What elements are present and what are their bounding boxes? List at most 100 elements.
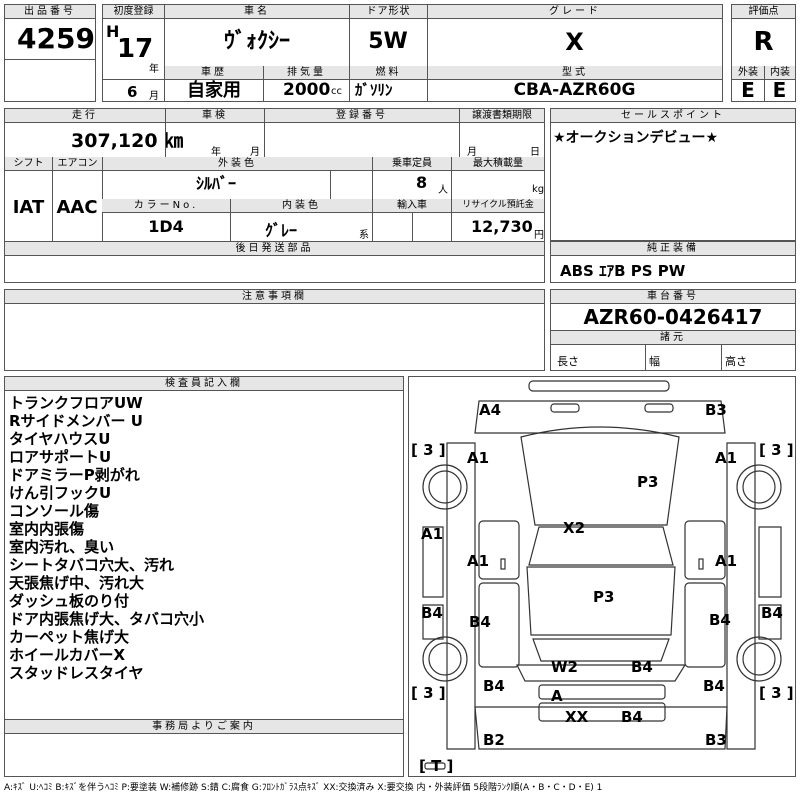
year-unit: 年 — [149, 64, 159, 75]
int-grade: E — [772, 80, 787, 101]
note-line: コンソール傷 — [9, 502, 100, 520]
car-name-label: 車名 — [165, 5, 349, 19]
ac-label: エアコン — [52, 157, 102, 171]
notes-label: 注意事項欄 — [5, 290, 544, 304]
capacity-unit: 人 — [438, 185, 448, 196]
lot-blank — [5, 59, 95, 104]
mark-a1-l3: A1 — [467, 552, 490, 570]
model-label: 型式 — [427, 66, 722, 80]
door: 5W — [368, 29, 408, 54]
length-label: 長さ — [557, 355, 579, 368]
lot-number-box: 出品番号 4259 — [4, 4, 96, 102]
note-line: ホイールカバーX — [9, 646, 126, 664]
era: H — [106, 22, 120, 41]
shift-label: シフト — [5, 157, 52, 171]
import-label: 輸入車 — [372, 199, 451, 213]
sales-point-box: セールスポイント ★オークションデビュー★ — [550, 108, 796, 241]
score: R — [753, 27, 774, 57]
mark-a: A — [551, 687, 563, 705]
recycle-fee: 12,730 — [471, 217, 533, 236]
mark-b4-l1: B4 — [421, 604, 443, 622]
doc-day-unit: 日 — [530, 147, 540, 158]
lot-number: 4259 — [17, 22, 95, 55]
mark-xx: XX — [565, 708, 589, 726]
dims-label: 諸元 — [551, 330, 795, 345]
max-load-label: 最大積載量 — [451, 157, 544, 171]
mark-w2: W2 — [551, 658, 578, 676]
ac: AAC — [56, 197, 98, 218]
notes-box: 注意事項欄 — [4, 289, 545, 371]
score-box: 評価点 R 外装 内装 E E — [731, 4, 796, 102]
fuel-label: 燃料 — [349, 66, 427, 80]
delivery-parts-box: 後日発送部品 — [4, 241, 545, 283]
tire-fl: [ 3 ] — [411, 441, 446, 459]
ext-grade: E — [741, 80, 755, 101]
mileage-label: 走行 — [5, 109, 165, 123]
mark-p3-roof: P3 — [593, 588, 615, 606]
mark-b2: B2 — [483, 731, 505, 749]
recycle-unit: 円 — [534, 230, 544, 241]
mark-b4-r3: B4 — [703, 677, 725, 695]
fuel: ｶﾞｿﾘﾝ — [355, 81, 393, 99]
mark-b4-r1: B4 — [761, 604, 783, 622]
car-name: ｳﾞｫｸｼｰ — [223, 29, 290, 54]
note-line: ダッシュ板のり付 — [9, 592, 130, 610]
height-label: 高さ — [725, 355, 747, 368]
ext-label: 外装 — [732, 66, 764, 80]
mark-b3-bottom: B3 — [705, 731, 727, 749]
note-line: ドア内張焦げ大、タバコ穴小 — [9, 610, 205, 628]
note-line: トランクフロアUW — [9, 394, 143, 412]
max-load-unit: kg — [532, 184, 545, 195]
note-line: ロアサポートU — [9, 448, 112, 466]
color-label: 外装色 — [102, 157, 372, 171]
mark-b4-l3: B4 — [483, 677, 505, 695]
int-label: 内装 — [764, 66, 795, 80]
mark-b4-m: B4 — [631, 658, 653, 676]
delivery-parts-label: 後日発送部品 — [5, 242, 544, 256]
equipment-box: 純正装備 ABS ｴｱB PS PW — [550, 241, 796, 283]
reg-year: 17 — [117, 34, 154, 64]
note-line: タイヤハウスU — [9, 430, 111, 448]
note-line: 室内汚れ、臭い — [9, 538, 115, 556]
inspection-label: 車検 — [165, 109, 264, 123]
model: CBA-AZR60G — [513, 80, 636, 100]
plate-label: 登録番号 — [264, 109, 459, 123]
color: ｼﾙﾊﾞｰ — [195, 174, 236, 193]
capacity: 8 — [416, 173, 428, 192]
inspector-notes: トランクフロアUW Rサイドメンバー U タイヤハウスU ロアサポートU ドアミ… — [5, 391, 403, 682]
month-unit: 月 — [149, 91, 159, 102]
note-line: 天張焦げ中、汚れ大 — [9, 574, 145, 592]
note-line: カーペット焦げ大 — [9, 628, 130, 646]
mark-b4-bottom: B4 — [621, 708, 643, 726]
mark-b3-top: B3 — [705, 401, 727, 419]
grade: X — [565, 28, 584, 56]
equipment-label: 純正装備 — [551, 242, 795, 256]
displacement-label: 排気量 — [263, 66, 349, 80]
spare-tire: [ T ] — [419, 757, 454, 775]
mark-a1-l2: A1 — [421, 525, 444, 543]
note-line: けん引フックU — [9, 484, 112, 502]
history: 自家用 — [187, 80, 241, 101]
doc-month-unit: 月 — [467, 147, 477, 158]
interior-suffix: 系 — [359, 230, 369, 241]
score-label: 評価点 — [732, 5, 795, 19]
first-reg-box: 初度登録 H 17 年 6 月 — [102, 4, 165, 102]
tire-rr: [ 3 ] — [759, 684, 794, 702]
width-label: 幅 — [649, 355, 660, 368]
mark-b4-r2: B4 — [709, 611, 731, 629]
mark-p3-hood: P3 — [637, 473, 659, 491]
mark-x2: X2 — [563, 519, 586, 537]
note-line: スタッドレスタイヤ — [9, 664, 144, 682]
reg-month: 6 — [127, 83, 138, 101]
insp-year-unit: 年 — [211, 147, 221, 158]
grade-label: グレード — [427, 5, 722, 19]
interior-color-label: 内装色 — [230, 199, 372, 213]
mark-a4: A4 — [479, 401, 502, 419]
note-line: ドアミラーP剥がれ — [9, 466, 140, 484]
recycle-label: リサイクル預託金 — [451, 199, 544, 213]
legend: A:ｷｽﾞ U:ﾍｺﾐ B:ｷｽﾞを伴うﾍｺﾐ P:要塗装 W:補修跡 S:錆 … — [4, 783, 603, 793]
chassis-box: 車台番号 AZR60-0426417 諸元 長さ 幅 高さ — [550, 289, 796, 371]
first-reg-label: 初度登録 — [103, 5, 164, 19]
door-label: ドア形状 — [349, 5, 427, 19]
mark-a1-r3: A1 — [715, 552, 738, 570]
